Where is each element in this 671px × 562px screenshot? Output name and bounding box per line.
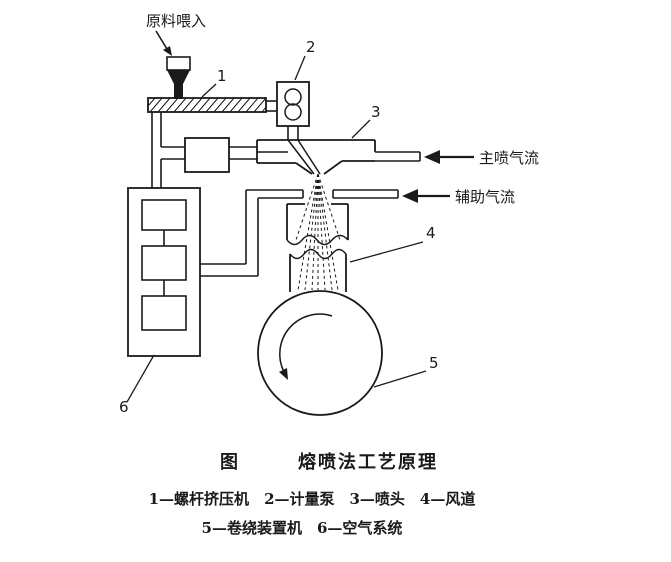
legend-line-2: 5—卷绕装置机 6—空气系统: [202, 519, 403, 537]
extruder-hatch: [147, 97, 267, 113]
extruder-pump-link: [266, 100, 277, 112]
leader-line-duct: [349, 241, 424, 263]
aux-air-arrow-icon: [402, 189, 450, 203]
part-number-die: 3: [371, 103, 381, 121]
part-number-extruder: 1: [217, 67, 227, 85]
rotation-arrow-icon: [279, 313, 333, 373]
metering-pump: [276, 81, 310, 140]
air-pipe-riser: [151, 112, 185, 188]
collector-drum: [257, 290, 383, 416]
part-number-pump: 2: [306, 38, 316, 56]
main-air-arrow-icon: [424, 150, 474, 164]
melt-channel-left: [287, 139, 315, 175]
screw-extruder: [147, 97, 267, 113]
caption-figure-word: 图: [220, 452, 240, 473]
pump-gear-top-icon: [284, 88, 302, 106]
aux-air-plates: [246, 189, 399, 199]
melt-channel-right: [297, 139, 321, 175]
raw-material-feed-label: 原料喂入: [146, 12, 206, 30]
air-duct: [286, 203, 349, 292]
legend-line-1: 1—螺杆挤压机 2—计量泵 3—喷头 4—风道: [149, 490, 476, 508]
part-number-air-system: 6: [119, 398, 129, 416]
part-number-duct: 4: [426, 224, 436, 242]
feed-arrow-icon: [155, 30, 172, 56]
main-air-inlet: [375, 151, 421, 162]
leader-line-drum: [373, 370, 427, 388]
main-air-label: 主喷气流: [479, 149, 539, 167]
air-system: [127, 187, 201, 357]
aux-air-pipe: [200, 190, 259, 277]
leader-line-die: [351, 119, 371, 139]
heater-box: [184, 137, 257, 173]
leader-line-air-system: [126, 354, 155, 403]
fiber-spray: [295, 173, 341, 291]
caption-title: 熔喷法工艺原理: [298, 451, 438, 473]
pump-gear-bottom-icon: [284, 103, 302, 121]
aux-air-label: 辅助气流: [455, 188, 515, 206]
leader-line-pump: [294, 55, 306, 81]
leader-line-extruder: [201, 83, 217, 98]
rotation-arrowhead-icon: [279, 368, 288, 380]
part-number-drum: 5: [429, 354, 439, 372]
die-head: [256, 139, 376, 175]
feed-hopper: [166, 56, 191, 99]
